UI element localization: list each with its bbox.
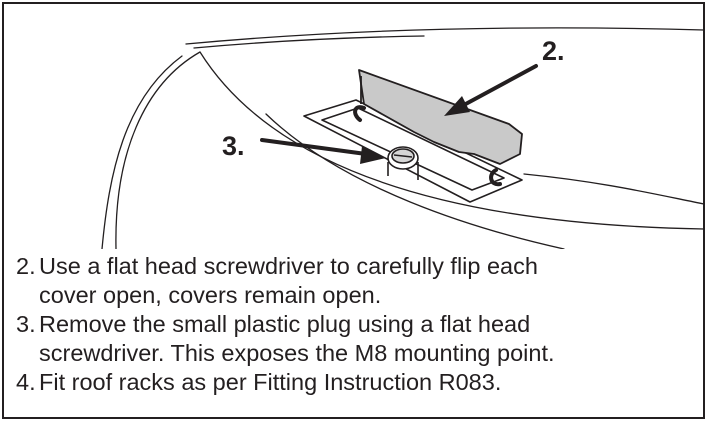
flip-cover bbox=[358, 69, 523, 165]
step-number: 3. bbox=[16, 311, 36, 337]
roof-side-line bbox=[199, 51, 705, 230]
step-text: Fit roof racks as per Fitting Instructio… bbox=[39, 369, 502, 395]
callout-2-arrow-head bbox=[444, 96, 470, 116]
roof-top-edge-inner bbox=[193, 35, 425, 49]
roof-front-curve-outer bbox=[101, 55, 183, 249]
callout-2-arrow-line bbox=[460, 64, 538, 108]
hinges bbox=[353, 105, 502, 187]
step-number: 2. bbox=[16, 253, 36, 279]
callout-3-label: 3. bbox=[222, 131, 245, 161]
plastic-plug bbox=[387, 146, 419, 180]
callout-3-arrow-line bbox=[260, 138, 368, 156]
step-item: 4. Fit roof racks as per Fitting Instruc… bbox=[16, 368, 599, 397]
step-number: 4. bbox=[16, 369, 36, 395]
roof-front-curve bbox=[115, 51, 201, 249]
callout-3-arrow-head bbox=[360, 146, 386, 164]
instruction-panel: 2. 3. 2. Use a flat head screwdriver to … bbox=[2, 2, 705, 419]
roof-mount-illustration bbox=[101, 27, 705, 249]
step-item: 2. Use a flat head screwdriver to carefu… bbox=[16, 252, 599, 310]
step-text: Use a flat head screwdriver to carefully… bbox=[39, 253, 538, 308]
roof-side-line-lower bbox=[265, 113, 565, 249]
roof-top-edge bbox=[185, 27, 705, 45]
callout-2-label: 2. bbox=[542, 36, 565, 66]
instruction-steps: 2. Use a flat head screwdriver to carefu… bbox=[16, 252, 599, 397]
step-item: 3. Remove the small plastic plug using a… bbox=[16, 310, 599, 368]
roof-rear-line bbox=[523, 173, 705, 205]
step-text: Remove the small plastic plug using a fl… bbox=[39, 311, 555, 366]
